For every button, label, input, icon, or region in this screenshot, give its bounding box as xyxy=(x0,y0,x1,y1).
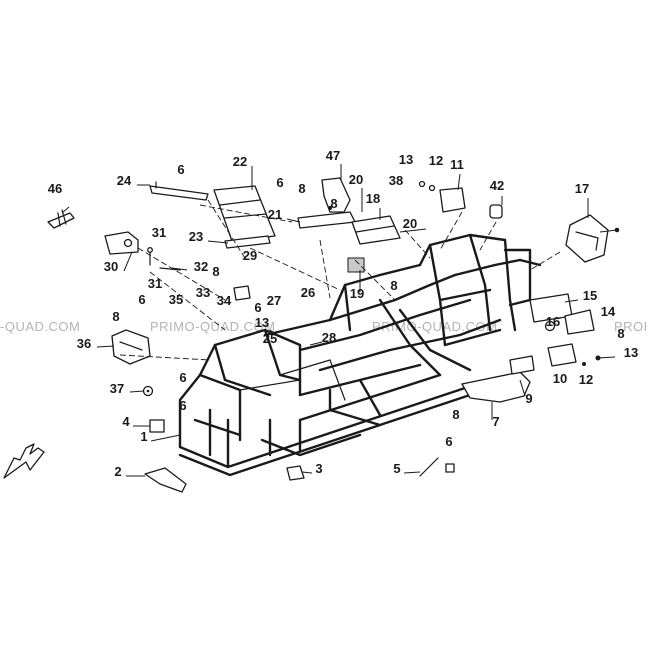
callout-5: 5 xyxy=(393,461,400,476)
callout-46: 46 xyxy=(48,181,62,196)
part-42-bushing xyxy=(489,204,503,219)
callout-20: 20 xyxy=(403,216,417,231)
watermark-left: -QUAD.COM xyxy=(0,319,80,334)
part-46-clip xyxy=(47,209,75,229)
callout-6: 6 xyxy=(177,162,184,177)
watermark-center-right: PRIMO-QUAD.COM xyxy=(372,319,497,334)
callout-31: 31 xyxy=(152,225,166,240)
callout-31: 31 xyxy=(148,276,162,291)
callout-20: 20 xyxy=(349,172,363,187)
callout-6: 6 xyxy=(254,300,261,315)
callout-8: 8 xyxy=(452,407,459,422)
callout-15: 15 xyxy=(583,288,597,303)
part-17-rear-bracket xyxy=(565,214,620,263)
callout-8: 8 xyxy=(390,278,397,293)
part-2-lower-bracket xyxy=(144,467,187,493)
callout-9: 9 xyxy=(525,391,532,406)
part-18-20-cover xyxy=(347,215,401,273)
part-5-6-pin xyxy=(419,457,455,477)
callout-23: 23 xyxy=(189,229,203,244)
callout-8: 8 xyxy=(298,181,305,196)
callout-30: 30 xyxy=(104,259,118,274)
callout-10: 10 xyxy=(553,371,567,386)
callout-18: 18 xyxy=(366,191,380,206)
callout-11: 11 xyxy=(450,157,464,172)
callout-36: 36 xyxy=(77,336,91,351)
callout-24: 24 xyxy=(117,173,132,188)
callout-8: 8 xyxy=(112,309,119,324)
callout-4: 4 xyxy=(122,414,130,429)
callout-42: 42 xyxy=(490,178,504,193)
callout-6: 6 xyxy=(138,292,145,307)
leader-lines xyxy=(61,164,618,477)
callout-26: 26 xyxy=(301,285,315,300)
watermark-right: PROI xyxy=(614,319,648,334)
callout-13: 13 xyxy=(255,315,269,330)
main-frame xyxy=(178,233,542,477)
part-4-clip xyxy=(149,419,165,433)
callout-2: 2 xyxy=(114,464,121,479)
callout-27: 27 xyxy=(267,293,281,308)
callout-3: 3 xyxy=(315,461,322,476)
callout-34: 34 xyxy=(217,293,232,308)
callout-1: 1 xyxy=(140,429,147,444)
callout-17: 17 xyxy=(575,181,589,196)
part-7-9-step-bracket xyxy=(461,355,535,403)
callout-8: 8 xyxy=(212,264,219,279)
callout-29: 29 xyxy=(243,248,257,263)
part-11-13-bracket xyxy=(418,180,466,213)
watermark-center-left: PRIMO-QUAD.COM xyxy=(150,319,275,334)
front-direction-arrow-icon xyxy=(3,443,45,479)
callout-12: 12 xyxy=(579,372,593,387)
callout-14: 14 xyxy=(601,304,616,319)
callout-8: 8 xyxy=(330,196,337,211)
callout-33: 33 xyxy=(196,285,210,300)
callout-13: 13 xyxy=(624,345,638,360)
callout-28: 28 xyxy=(322,330,336,345)
part-30-32-mount xyxy=(104,231,181,271)
callout-35: 35 xyxy=(169,292,183,307)
part-37-nut xyxy=(142,385,154,397)
part-36-front-bracket xyxy=(111,329,151,365)
callout-8: 8 xyxy=(617,326,624,341)
callout-32: 32 xyxy=(194,259,208,274)
callout-13: 13 xyxy=(399,152,413,167)
callout-37: 37 xyxy=(110,381,124,396)
callout-47: 47 xyxy=(326,148,340,163)
callout-6: 6 xyxy=(445,434,452,449)
callout-6: 6 xyxy=(276,175,283,190)
part-47-21-bracket xyxy=(297,177,356,229)
callout-6: 6 xyxy=(179,370,186,385)
callout-38: 38 xyxy=(389,173,403,188)
callout-16: 16 xyxy=(546,314,560,329)
callout-12: 12 xyxy=(429,153,443,168)
part-24-strip xyxy=(149,181,209,201)
callout-7: 7 xyxy=(492,414,499,429)
callout-22: 22 xyxy=(233,154,247,169)
part-29-tab xyxy=(233,285,251,301)
callout-6: 6 xyxy=(179,398,186,413)
dashed-guide-lines xyxy=(119,199,561,361)
part-3-clamp xyxy=(286,465,305,481)
callout-19: 19 xyxy=(350,286,364,301)
callout-21: 21 xyxy=(268,207,282,222)
part-10-16-plates xyxy=(529,293,601,367)
callout-25: 25 xyxy=(263,331,277,346)
